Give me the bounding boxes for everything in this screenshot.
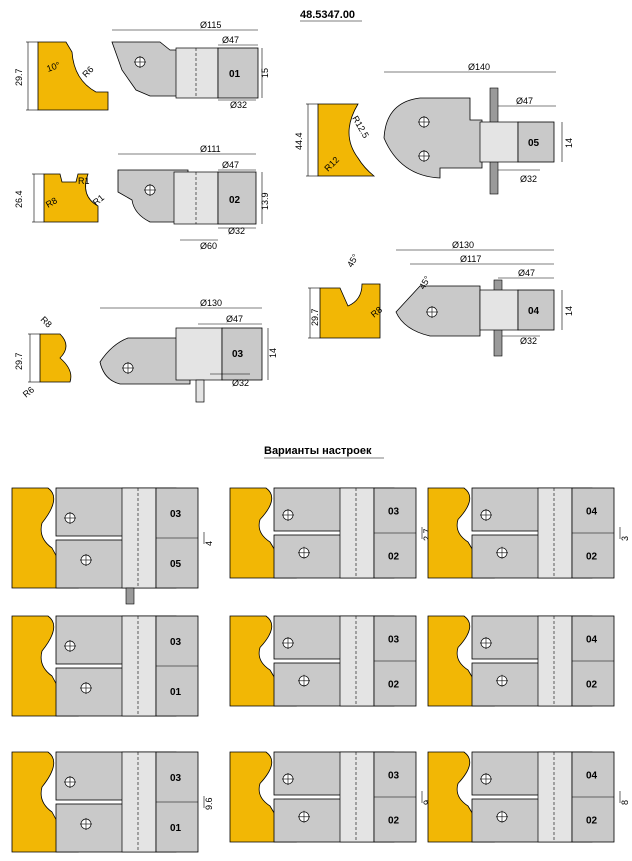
svg-text:Ø111: Ø111 (200, 144, 221, 154)
svg-text:Ø47: Ø47 (516, 96, 533, 106)
setup-gap-label: 8 (620, 800, 630, 805)
svg-text:Ø47: Ø47 (518, 268, 535, 278)
setup-bottom-label: 02 (388, 680, 400, 691)
svg-text:Ø32: Ø32 (520, 336, 537, 346)
svg-text:05: 05 (528, 138, 540, 149)
svg-text:03: 03 (232, 349, 244, 360)
setup-bottom-label: 02 (586, 552, 598, 563)
svg-text:R12.5: R12.5 (350, 114, 371, 140)
setup-bottom-label: 02 (586, 816, 598, 827)
setup-bottom-label: 02 (388, 816, 400, 827)
svg-text:Ø130: Ø130 (452, 240, 474, 250)
svg-text:Ø130: Ø130 (200, 298, 222, 308)
setup-2: 03 02 2.7 (229, 487, 432, 579)
setup-gap-label: 2.7 (422, 528, 432, 541)
setup-top-label: 03 (170, 509, 182, 520)
setup-gap-label: 4 (204, 541, 214, 546)
body-05 (383, 97, 483, 179)
svg-text:14: 14 (268, 348, 278, 358)
setup-7: 03 01 9.6 (11, 751, 214, 853)
profile-04 (319, 283, 381, 339)
svg-text:Ø32: Ø32 (232, 378, 249, 388)
svg-text:02: 02 (229, 195, 241, 206)
setup-bottom-label: 01 (170, 687, 182, 698)
section-title: Варианты настроек (264, 445, 372, 457)
svg-text:44.4: 44.4 (294, 132, 304, 150)
svg-text:Ø32: Ø32 (230, 100, 247, 110)
profile-01 (37, 41, 109, 111)
setup-top-label: 03 (388, 507, 400, 518)
profile-03 (39, 333, 72, 383)
svg-text:Ø60: Ø60 (200, 241, 217, 251)
setup-top-label: 03 (170, 637, 182, 648)
body-04 (395, 285, 481, 337)
setup-gap-label: 3 (620, 536, 630, 541)
setup-9: 04 02 8 (427, 751, 630, 843)
body-02 (117, 169, 189, 223)
svg-text:Ø32: Ø32 (520, 174, 537, 184)
svg-text:Ø117: Ø117 (460, 254, 481, 264)
svg-text:26.4: 26.4 (14, 190, 24, 208)
profile-05 (317, 103, 376, 177)
svg-text:Ø47: Ø47 (222, 35, 239, 45)
svg-text:R6: R6 (21, 384, 36, 399)
svg-text:14: 14 (564, 138, 574, 148)
setup-5: 03 02 (229, 615, 417, 707)
setup-gap-label: 9.6 (204, 797, 214, 810)
svg-text:04: 04 (528, 306, 540, 317)
svg-text:Ø140: Ø140 (468, 62, 490, 72)
svg-text:R8: R8 (44, 195, 59, 209)
cutter-01: 29.7 10° R6 01 Ø115 Ø47 Ø32 15 (14, 20, 270, 111)
svg-text:R1: R1 (78, 176, 90, 186)
setup-gap-label: 9 (422, 800, 432, 805)
svg-text:Ø47: Ø47 (222, 160, 239, 170)
svg-text:R6: R6 (80, 64, 95, 79)
svg-text:29.7: 29.7 (310, 308, 320, 326)
setup-top-label: 03 (388, 771, 400, 782)
svg-text:Ø32: Ø32 (228, 226, 245, 236)
setup-top-label: 03 (170, 773, 182, 784)
setup-top-label: 04 (586, 771, 598, 782)
svg-text:13.9: 13.9 (260, 192, 270, 210)
setup-bottom-label: 02 (388, 552, 400, 563)
setup-1: 03 05 4 (11, 487, 214, 589)
setups-grid: 03 05 4 03 02 2.7 04 02 3 03 01 03 02 04 02 03 01 9.6 03 02… (11, 487, 630, 853)
setup-bottom-label: 05 (170, 559, 182, 570)
svg-text:45°: 45° (345, 252, 361, 269)
svg-text:10°: 10° (45, 60, 62, 74)
svg-text:29.7: 29.7 (14, 352, 24, 370)
svg-text:15: 15 (260, 68, 270, 78)
cutter-03: 29.7 R8 R6 03 Ø130 Ø47 Ø32 14 (14, 298, 278, 403)
svg-text:29.7: 29.7 (14, 68, 24, 86)
setup-top-label: 04 (586, 635, 598, 646)
cutter-05: 44.4 R12.5 R12 05 Ø140 Ø47 Ø32 14 (294, 62, 574, 195)
setup-bottom-label: 01 (170, 823, 182, 834)
setup-1-shaft (125, 587, 135, 605)
svg-text:Ø47: Ø47 (226, 314, 243, 324)
cutter-04: 29.7 45° R8 45° 04 Ø130 Ø117 Ø47 Ø32 14 (308, 240, 574, 357)
setup-6: 04 02 (427, 615, 615, 707)
setup-8: 03 02 9 (229, 751, 432, 843)
setup-bottom-label: 02 (586, 680, 598, 691)
setup-3: 04 02 3 (427, 487, 630, 579)
drawing-title: 48.5347.00 (300, 9, 355, 21)
svg-text:R8: R8 (39, 314, 54, 329)
setup-top-label: 04 (586, 507, 598, 518)
setup-4: 03 01 (11, 615, 199, 717)
svg-text:Ø115: Ø115 (200, 20, 221, 30)
setup-top-label: 03 (388, 635, 400, 646)
svg-text:14: 14 (564, 306, 574, 316)
cutter-02: 26.4 R1 R1 R8 02 Ø111 Ø47 Ø32 Ø60 13.9 (14, 144, 270, 251)
profile-02 (43, 173, 99, 223)
svg-text:01: 01 (229, 69, 241, 80)
